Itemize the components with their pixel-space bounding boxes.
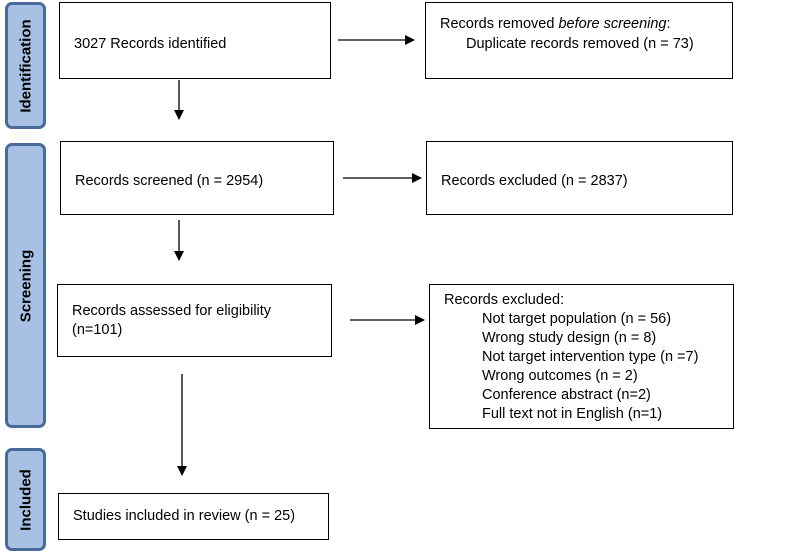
studies-included-box: Studies included in review (n = 25) [58,493,329,540]
eligibility-box: Records assessed for eligibility (n=101) [57,284,332,357]
records-screened-text: Records screened (n = 2954) [75,173,264,189]
phase-identification: Identification [5,2,46,129]
exclusion-reason-item: Not target intervention type (n =7) [482,349,699,365]
records-removed-box: Records removed before screening: Duplic… [425,2,733,79]
records-identified-box: 3027 Records identified [59,2,331,79]
phase-included: Included [5,448,46,551]
exclusion-reasons-box: Records excluded: Not target population … [429,284,734,429]
records-removed-title-post: : [666,16,671,32]
eligibility-text-line2: (n=101) [72,322,123,338]
records-removed-title: Records removed before screening: [440,15,671,34]
records-screened-box: Records screened (n = 2954) [60,141,334,215]
eligibility-text-line1: Records assessed for eligibility [72,303,272,319]
duplicate-records-text: Duplicate records removed (n = 73) [466,36,694,52]
studies-included-text: Studies included in review (n = 25) [73,508,296,524]
exclusion-reason-item: Wrong study design (n = 8) [482,330,657,346]
exclusion-reason-item: Conference abstract (n=2) [482,387,651,403]
exclusion-reason-item: Wrong outcomes (n = 2) [482,368,638,384]
phase-screening: Screening [5,143,46,428]
records-excluded-text: Records excluded (n = 2837) [441,173,628,189]
exclusion-reasons-list: Records excluded: Not target population … [444,291,698,424]
exclusion-reasons-title: Records excluded: [444,292,565,308]
exclusion-reason-item: Full text not in English (n=1) [482,406,663,422]
records-identified-text: 3027 Records identified [74,36,227,52]
records-removed-title-em: before screening [558,16,667,32]
records-removed-title-pre: Records removed [440,16,559,32]
records-excluded-box: Records excluded (n = 2837) [426,141,733,215]
exclusion-reason-item: Not target population (n = 56) [482,311,672,327]
